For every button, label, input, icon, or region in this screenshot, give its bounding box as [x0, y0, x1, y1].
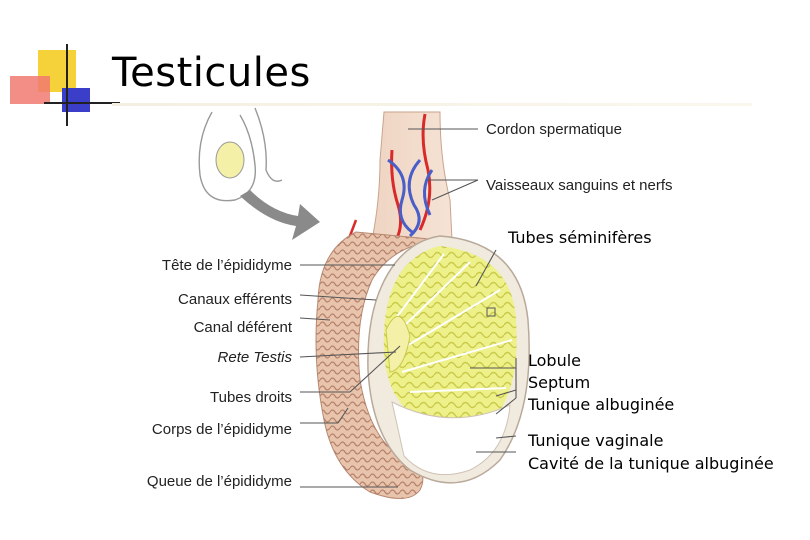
- label-queue-epididyme: Queue de l’épididyme: [147, 474, 292, 489]
- inset-sketch: [199, 108, 282, 201]
- label-corps-epididyme: Corps de l’épididyme: [152, 422, 292, 437]
- label-tunique-albuginee: Tunique albuginée: [528, 397, 674, 413]
- label-cordon-spermatique: Cordon spermatique: [486, 122, 622, 137]
- label-canaux-efferents: Canaux efférents: [178, 292, 292, 307]
- label-rete-testis: Rete Testis: [218, 350, 292, 365]
- label-vaisseaux-nerfs: Vaisseaux sanguins et nerfs: [486, 178, 673, 193]
- label-tunique-vaginale: Tunique vaginale: [528, 433, 663, 449]
- label-tubes-droits: Tubes droits: [210, 390, 292, 405]
- pointer-arrow: [240, 190, 320, 240]
- label-cavite-tunique: Cavité de la tunique albuginée: [528, 456, 774, 472]
- label-canal-deferent: Canal déférent: [194, 320, 292, 335]
- label-lobule: Lobule: [528, 353, 581, 369]
- label-tete-epididyme: Tête de l’épididyme: [162, 258, 292, 273]
- label-tubes-seminiferes: Tubes séminifères: [508, 230, 652, 246]
- label-septum: Septum: [528, 375, 590, 391]
